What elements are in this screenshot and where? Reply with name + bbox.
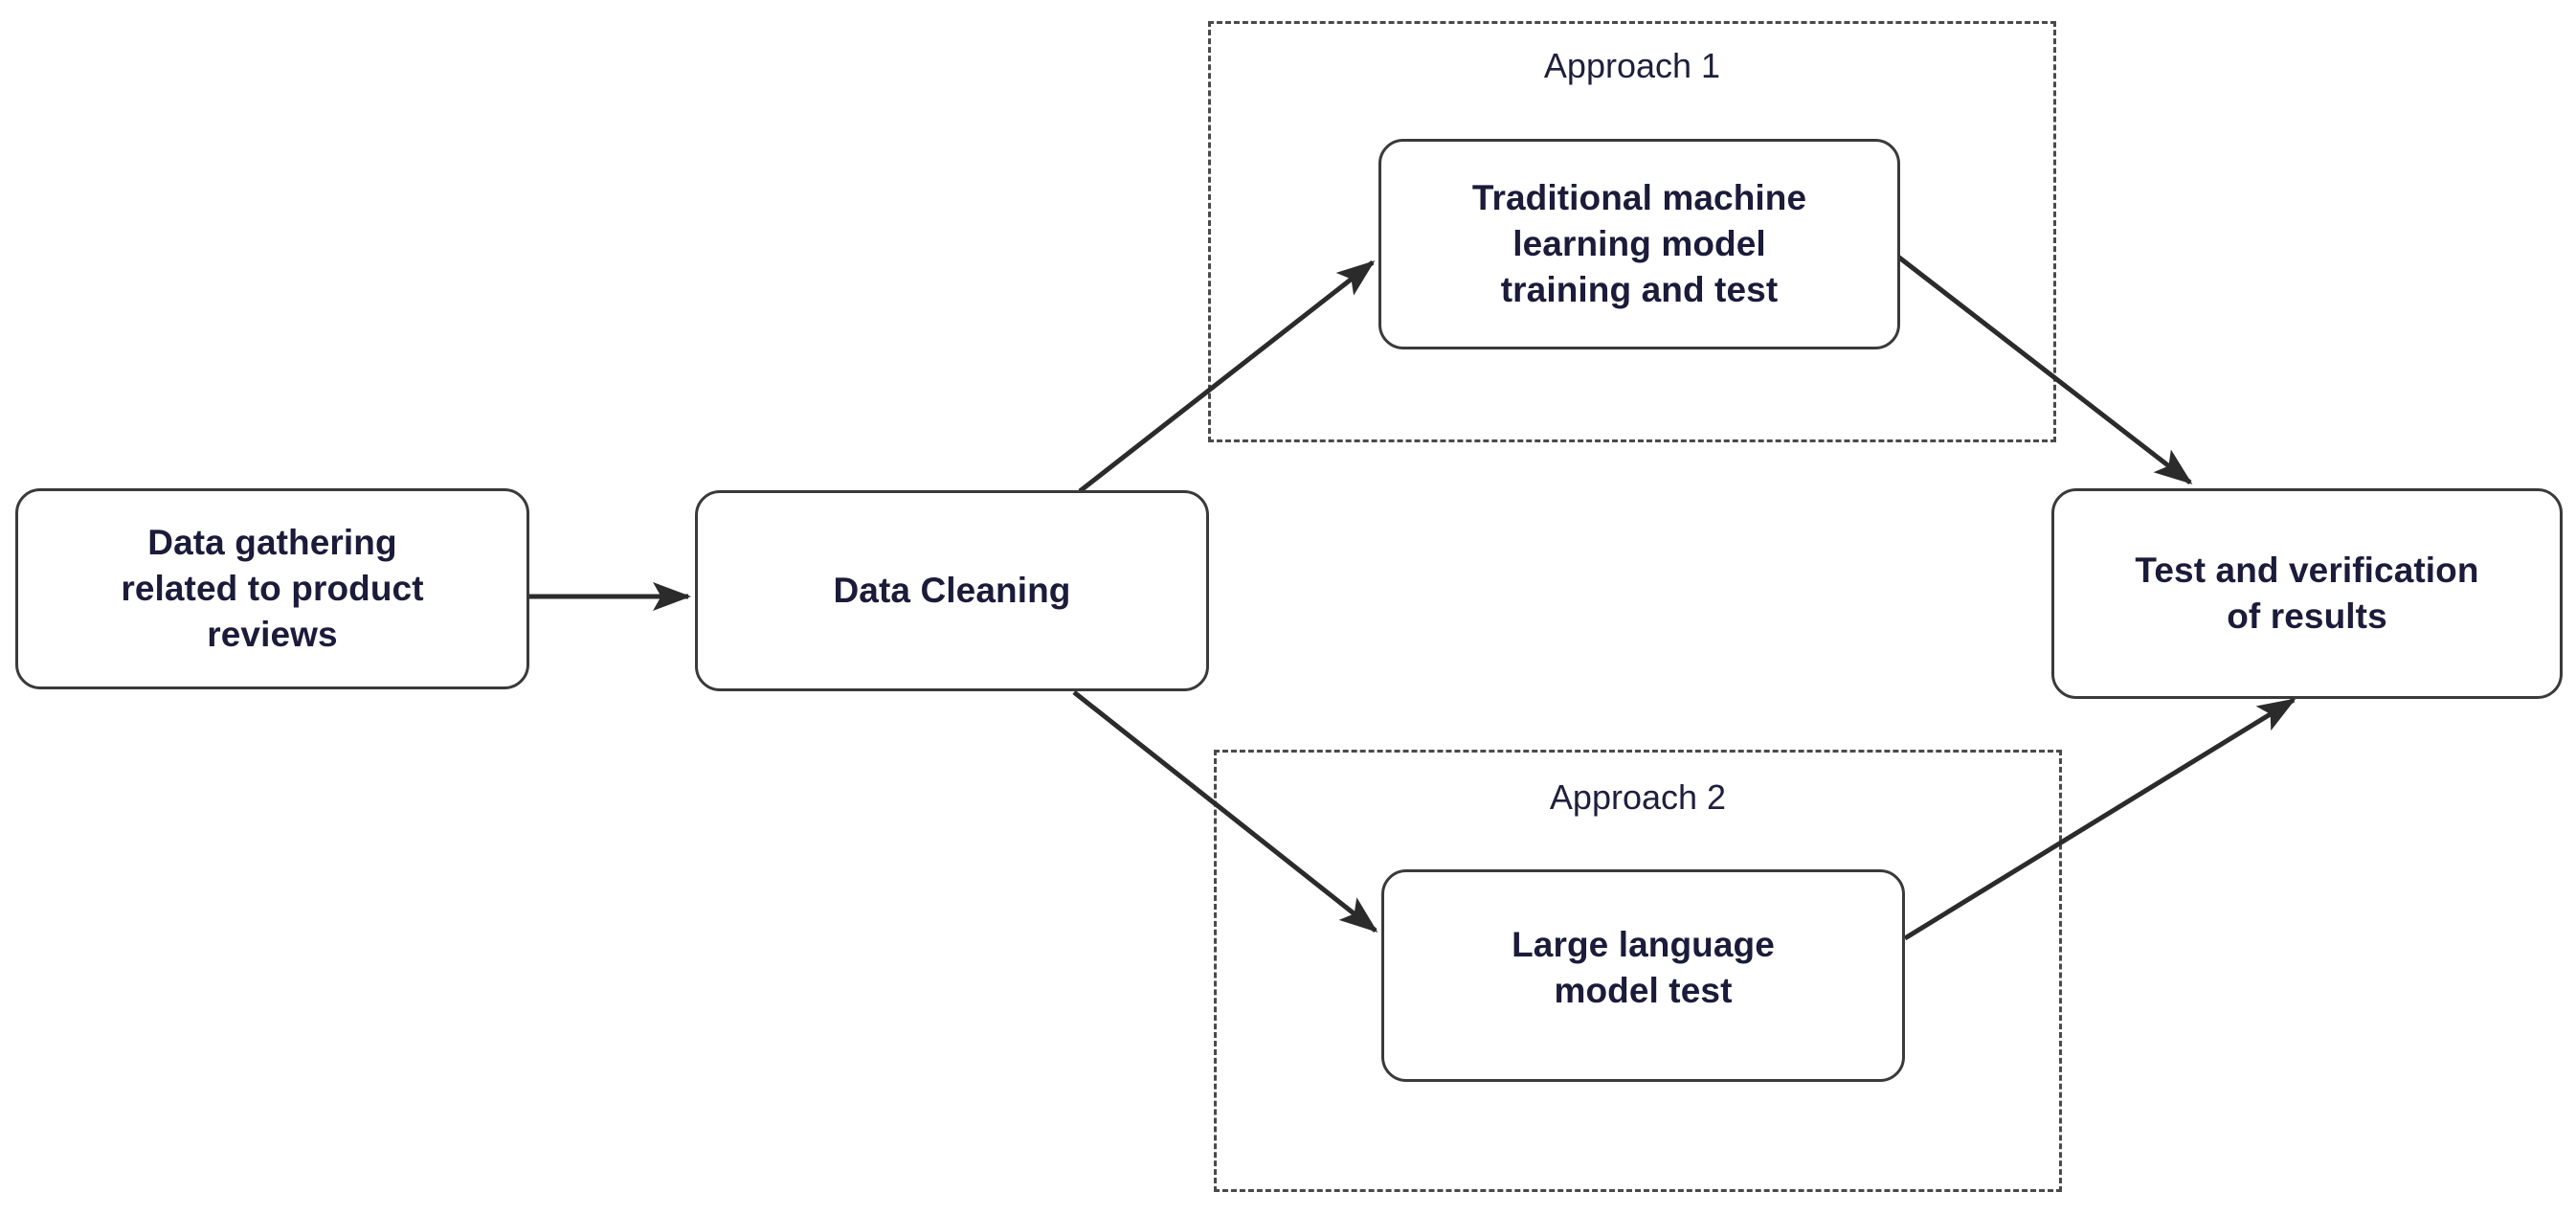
group-approach-1	[1208, 21, 2056, 442]
node-large-language-model-label: Large language model test	[1512, 925, 1775, 1011]
node-large-language-model[interactable]: Large language model test	[1381, 869, 1905, 1082]
group-approach-1-title: Approach 1	[1543, 46, 1721, 85]
group-approach-2-title: Approach 2	[1549, 777, 1727, 817]
node-traditional-ml[interactable]: Traditional machine learning model train…	[1378, 139, 1900, 349]
node-test-verification[interactable]: Test and verification of results	[2051, 488, 2563, 699]
node-data-gathering-label: Data gathering related to product review…	[121, 522, 424, 655]
node-data-gathering[interactable]: Data gathering related to product review…	[15, 488, 529, 689]
node-test-verification-label: Test and verification of results	[2135, 550, 2479, 636]
node-data-cleaning[interactable]: Data Cleaning	[695, 490, 1209, 691]
node-traditional-ml-label: Traditional machine learning model train…	[1471, 177, 1807, 310]
group-approach-2	[1214, 750, 2062, 1192]
node-data-cleaning-label: Data Cleaning	[833, 570, 1071, 610]
